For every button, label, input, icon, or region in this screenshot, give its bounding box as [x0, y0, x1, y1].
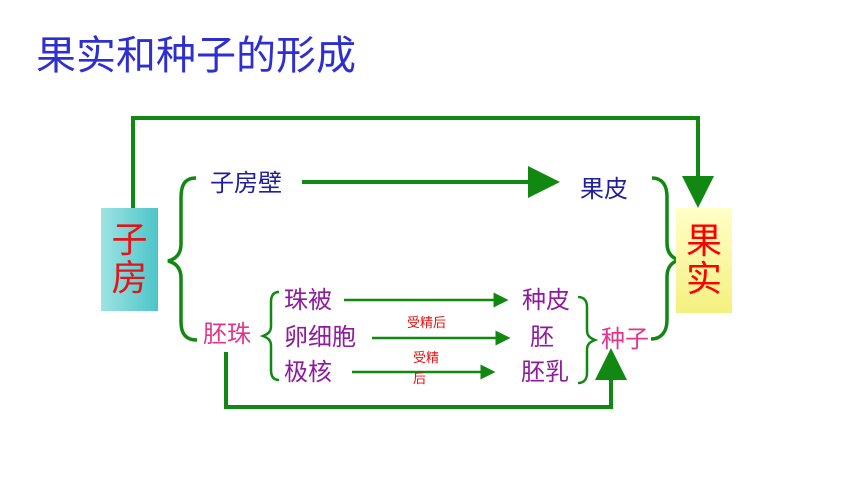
- endosperm-label: 胚乳: [521, 358, 569, 386]
- ovary-box: 子 房: [101, 208, 158, 311]
- ovule-brace: [259, 290, 280, 382]
- ovary-char-1: 子: [111, 219, 148, 261]
- fruit-char-2: 实: [685, 258, 722, 300]
- seed-label: 种子: [601, 325, 649, 353]
- page-title: 果实和种子的形成: [36, 33, 356, 79]
- integument-label: 珠被: [284, 286, 332, 314]
- polar-nuclei-label: 极核: [284, 358, 332, 386]
- egg-cell-label: 卵细胞: [284, 323, 356, 351]
- fruit-brace: [650, 176, 686, 341]
- ovary-wall-label: 子房壁: [210, 169, 282, 197]
- fruit-box: 果 实: [676, 208, 732, 313]
- fertilization-note-1: 受精后: [407, 316, 447, 331]
- pericarp-label: 果皮: [580, 175, 628, 203]
- ovary-brace: [167, 176, 198, 342]
- ovule-label: 胚珠: [203, 320, 251, 348]
- seed-coat-label: 种皮: [522, 286, 570, 314]
- fertilization-note-2-line-2: 后: [413, 372, 427, 387]
- fruit-char-1: 果: [685, 220, 722, 262]
- embryo-label: 胚: [530, 323, 554, 351]
- fertilization-note-2-line-1: 受精: [413, 351, 440, 366]
- ovule-to-seed-arrow: [224, 348, 627, 409]
- ovary-char-2: 房: [111, 257, 148, 299]
- seed-brace: [577, 295, 599, 385]
- ovary-to-fruit-arrow: [131, 116, 714, 208]
